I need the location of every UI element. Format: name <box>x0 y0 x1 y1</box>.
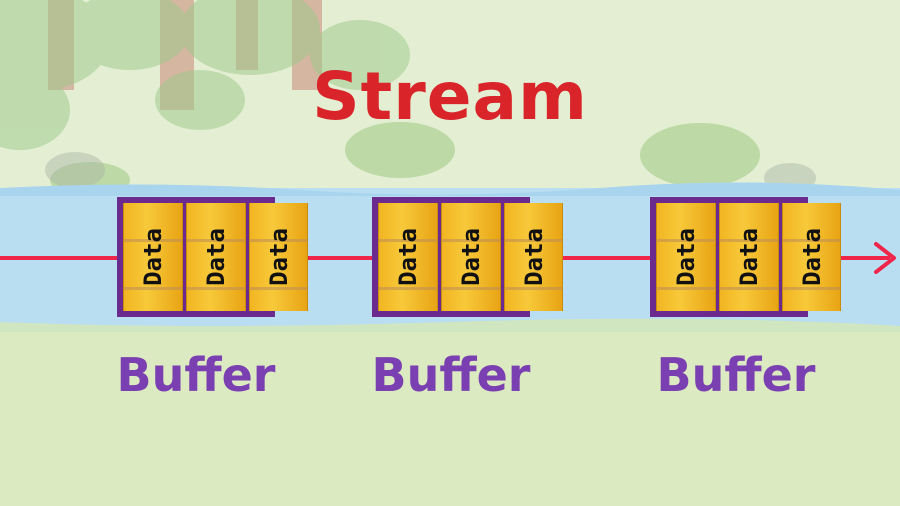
buffer-box-1: Data Data Data <box>117 197 309 317</box>
buffer-label-2: Buffer <box>371 348 531 402</box>
data-cell: Data <box>123 203 183 311</box>
data-cell: Data <box>248 203 309 311</box>
stream-title: Stream <box>312 58 588 135</box>
buffer-label-3: Buffer <box>656 348 816 402</box>
foliage <box>0 0 410 150</box>
data-cell: Data <box>185 203 246 311</box>
buffer-box-2: Data Data Data <box>372 197 564 317</box>
arrow-head-icon <box>874 242 896 274</box>
buffer-box-3: Data Data Data <box>650 197 842 317</box>
data-cell: Data <box>781 203 842 311</box>
data-cell: Data <box>718 203 779 311</box>
data-cell: Data <box>656 203 716 311</box>
data-cell: Data <box>378 203 438 311</box>
data-cell: Data <box>440 203 501 311</box>
buffer-label-1: Buffer <box>116 348 276 402</box>
data-cell: Data <box>503 203 564 311</box>
